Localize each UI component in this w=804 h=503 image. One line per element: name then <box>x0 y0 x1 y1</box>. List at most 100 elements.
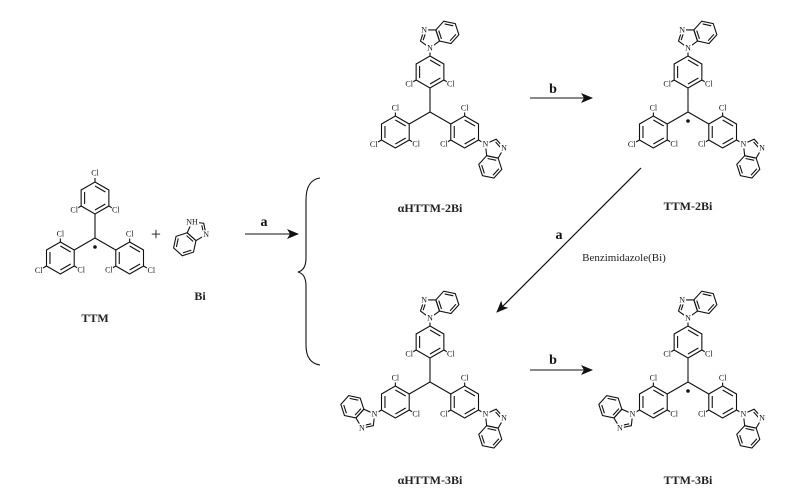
ring <box>355 408 376 429</box>
product-brace <box>297 177 321 366</box>
ring <box>478 425 503 449</box>
ring <box>186 221 207 242</box>
nitrogen-label: N <box>685 44 691 53</box>
ring <box>742 408 763 429</box>
chlorine-label: Cl <box>705 80 713 89</box>
bond <box>182 249 192 254</box>
arrow-b-step4: b <box>530 353 593 375</box>
ring <box>708 385 738 419</box>
benzimidazole-group: NN <box>677 290 718 323</box>
compound-label: αHTTM-2Bi <box>398 201 463 215</box>
chlorine-label: Cl <box>628 140 636 149</box>
bond <box>443 349 448 353</box>
bond <box>464 119 476 127</box>
bond <box>77 205 82 209</box>
bond <box>108 205 113 209</box>
bond <box>464 407 476 415</box>
ring <box>380 385 410 419</box>
bond <box>464 389 476 397</box>
bond <box>722 137 734 145</box>
bond <box>750 438 758 446</box>
bond <box>449 303 457 312</box>
chlorine-label: Cl <box>412 140 420 149</box>
compound-label: Bi <box>194 289 206 303</box>
bond <box>745 427 755 431</box>
nitrogen-label: N <box>427 44 433 53</box>
ring <box>638 115 668 149</box>
radical-dot <box>686 389 690 393</box>
bond <box>60 263 72 271</box>
chlorine-label: Cl <box>670 410 678 419</box>
nitrogen-label: N <box>679 295 685 304</box>
ring <box>80 181 110 215</box>
ring <box>673 55 703 89</box>
arrow-label: a <box>556 228 563 243</box>
chlorine-label: Cl <box>57 230 65 239</box>
bond <box>129 245 141 253</box>
bond <box>438 300 442 310</box>
ring <box>693 20 718 45</box>
bond <box>607 397 617 401</box>
bond <box>395 389 407 397</box>
bond <box>443 79 448 83</box>
benzimidazole-group: NN <box>419 20 460 53</box>
nitrogen-label: N <box>203 230 209 239</box>
ring <box>598 394 623 419</box>
arrow-a-step1: a <box>245 215 299 239</box>
bond <box>702 293 712 297</box>
nitrogen-label: N <box>630 410 636 419</box>
bond <box>481 164 485 174</box>
ring <box>708 115 738 149</box>
bond <box>653 407 665 415</box>
bond <box>705 409 710 413</box>
ring <box>742 138 763 159</box>
bond <box>438 30 442 40</box>
bond <box>487 157 497 161</box>
chlorine-label: Cl <box>70 206 78 215</box>
bond <box>722 407 734 415</box>
chlorine-label: Cl <box>650 104 658 113</box>
chlorine-label: Cl <box>650 374 658 383</box>
ring <box>736 425 761 449</box>
chlorine-label: Cl <box>461 104 469 113</box>
bond <box>601 404 605 414</box>
ring <box>419 299 441 319</box>
ring <box>450 385 480 419</box>
bond <box>750 168 758 176</box>
bond <box>429 77 441 85</box>
bond <box>42 265 47 269</box>
ring <box>693 290 718 315</box>
bond <box>408 409 413 413</box>
benzimidazole-group: NN <box>419 290 460 323</box>
ring <box>736 155 761 179</box>
bond <box>670 349 675 353</box>
nitrogen-label: N <box>501 413 507 422</box>
arrow-label: b <box>549 82 557 97</box>
nitrogen-label: N <box>421 295 427 304</box>
chlorine-label: Cl <box>405 80 413 89</box>
radical-dot <box>686 119 690 123</box>
bond <box>408 381 431 395</box>
bond <box>635 139 640 143</box>
nitrogen-label: N <box>679 25 685 34</box>
benzimidazole-group: NN <box>598 394 637 433</box>
chlorine-label: Cl <box>440 140 448 149</box>
bond <box>449 33 457 42</box>
ring <box>484 408 505 429</box>
bond <box>492 168 500 176</box>
chlorine-label: Cl <box>705 350 713 359</box>
chlorine-label: Cl <box>663 80 671 89</box>
bond <box>444 23 454 27</box>
compound-label: TTM <box>81 311 108 325</box>
compound-label: TTM-3Bi <box>664 473 713 487</box>
bond <box>722 119 734 127</box>
ring <box>419 29 441 49</box>
ring <box>484 138 505 159</box>
bond <box>705 139 710 143</box>
bond <box>408 139 413 143</box>
bond <box>129 263 141 271</box>
